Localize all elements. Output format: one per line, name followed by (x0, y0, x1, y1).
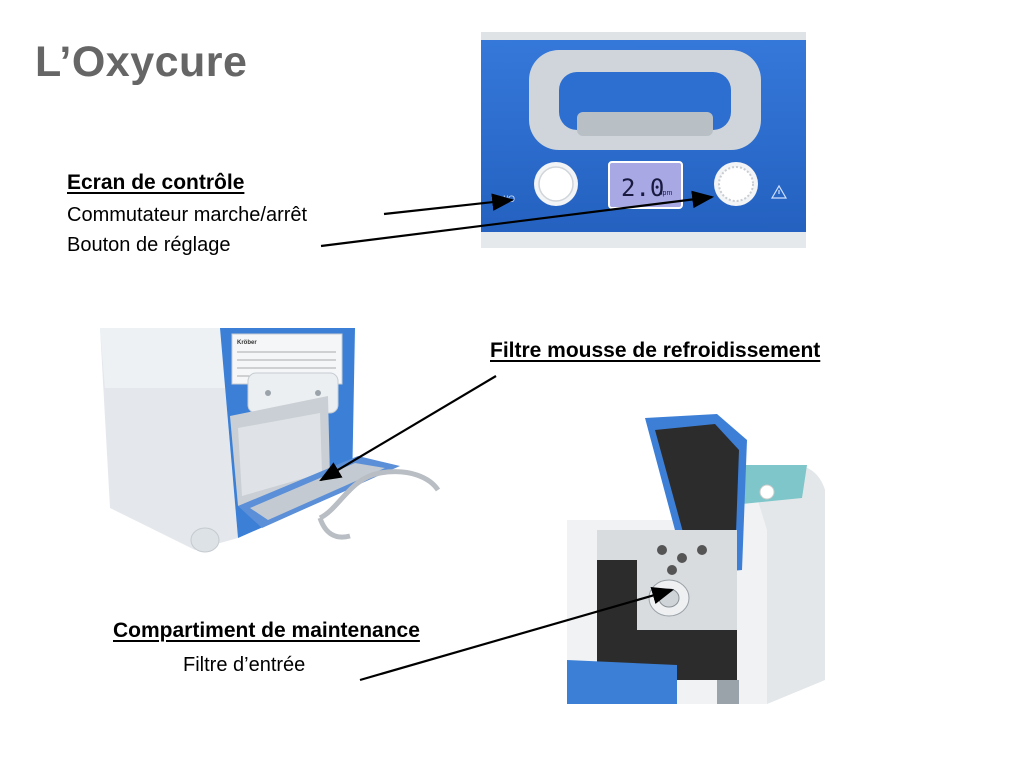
power-switch[interactable] (534, 162, 578, 206)
arrow-adjustment-knob (320, 190, 715, 248)
filter-compartment-photo: Kröber (100, 328, 441, 553)
label-plate-brand: Kröber (237, 340, 257, 346)
warning-icon (770, 184, 788, 199)
control-panel-photo: I/O 2.0 lpm (481, 32, 806, 248)
cooling-foam-filter (238, 456, 400, 528)
maintenance-compartment-heading: Compartiment de maintenance (113, 619, 420, 642)
control-screen-heading: Ecran de contrôle (67, 171, 245, 194)
adjustment-button-label: Bouton de réglage (67, 234, 231, 256)
maintenance-compartment-photo (567, 410, 829, 704)
adjustment-knob[interactable] (714, 162, 758, 206)
arrow-cooling-filter (319, 375, 497, 482)
slide-title: L’Oxycure (35, 38, 248, 86)
lcd-value: 2.0 (621, 174, 664, 202)
power-switch-label: Commutateur marche/arrêt (67, 204, 308, 226)
arrow-power-switch (383, 193, 515, 216)
cooling-filter-heading: Filtre mousse de refroidissement (490, 339, 821, 362)
arrow-inlet-filter (359, 587, 675, 682)
inlet-filter-label: Filtre d’entrée (183, 654, 306, 676)
lcd-display: 2.0 lpm (608, 161, 683, 209)
lcd-unit: lpm (661, 190, 672, 197)
